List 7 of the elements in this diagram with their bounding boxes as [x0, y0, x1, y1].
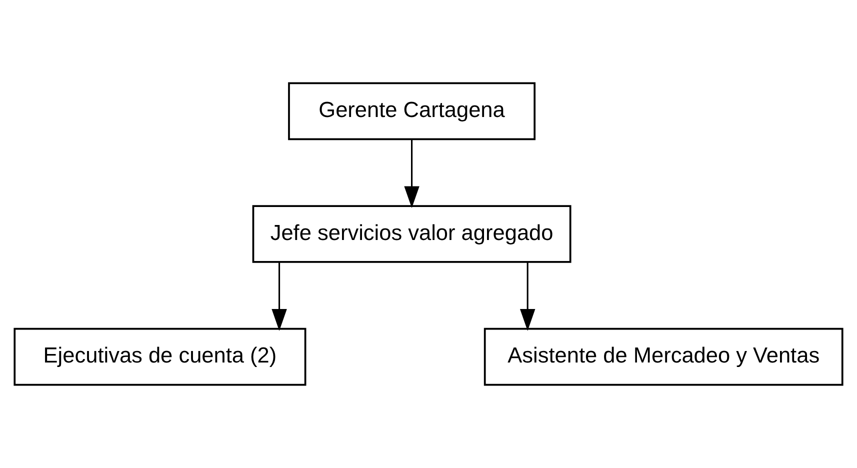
arrow: [272, 262, 287, 331]
node-box: Ejecutivas de cuenta (2): [14, 328, 306, 386]
arrow: [520, 262, 536, 331]
node-box: Gerente Cartagena: [288, 82, 536, 140]
node-box: Asistente de Mercadeo y Ventas: [484, 328, 844, 386]
arrow: [404, 140, 420, 208]
node-box: Jefe servicios valor agregado: [252, 205, 572, 263]
